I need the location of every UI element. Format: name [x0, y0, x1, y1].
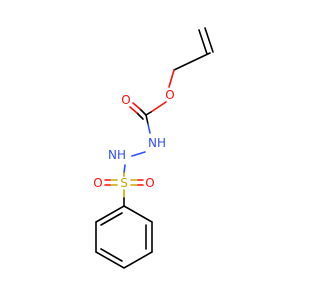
bonds — [95, 27, 214, 269]
benzene-inner-bond-3 — [100, 212, 123, 226]
bond-allyl-ch2 — [173, 52, 211, 71]
benzene-ring — [95, 205, 153, 269]
atom-nh-lower: NH — [108, 148, 126, 162]
bond-nitrogen-nitrogen — [131, 151, 146, 157]
bond-carbonyl-carbon — [145, 111, 152, 116]
molecule-diagram: O O NH NH S O O — [93, 27, 214, 269]
atom-nh-upper: NH — [148, 136, 166, 150]
bond-carbonyl-double-a — [139, 108, 147, 116]
bond-carbonyl-nitrogen-blue — [147, 123, 151, 134]
atom-o-carbonyl: O — [121, 93, 130, 107]
benzene-inner-bond-2 — [100, 248, 123, 262]
bond-ch2-oxygen — [168, 69, 175, 88]
atom-labels: O O NH NH S O O — [93, 88, 174, 190]
bond-vinyl-double-b — [204, 27, 214, 53]
bond-carbonyl-nitrogen — [145, 114, 149, 125]
atom-o-ester: O — [165, 88, 174, 102]
bond-carbonyl-double-b — [136, 112, 144, 120]
bond-vinyl-double-a — [198, 29, 208, 55]
atom-o-sulfonyl-left: O — [93, 176, 102, 190]
bond-oxygen-carbonyl — [150, 101, 167, 113]
atom-s: S — [120, 176, 128, 190]
bond-carbonyl-double-a-red — [132, 102, 141, 110]
atom-o-sulfonyl-right: O — [145, 176, 154, 190]
bond-nitrogen-sulfur — [123, 164, 126, 174]
bond-carbonyl-double-b-red — [129, 106, 138, 114]
